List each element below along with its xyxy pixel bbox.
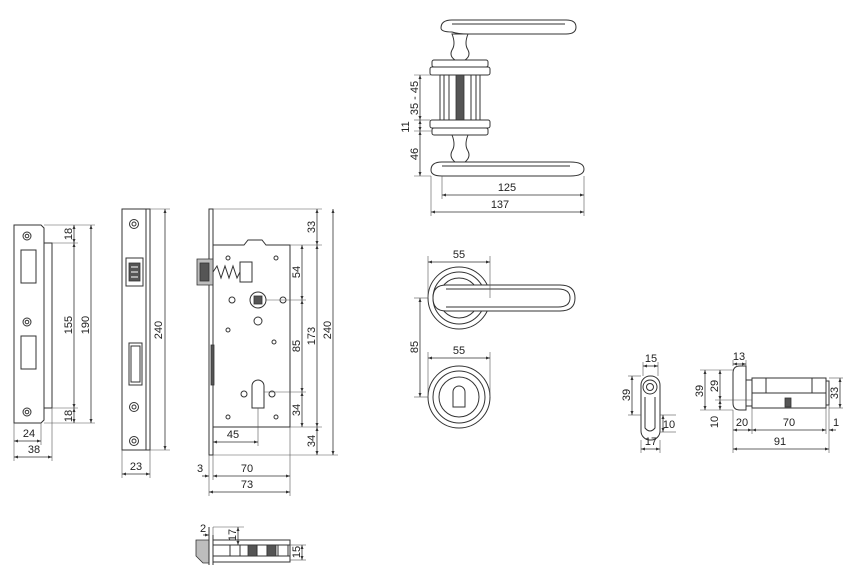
dim-label: 125 — [498, 182, 516, 194]
dim-label: 2 — [200, 523, 206, 535]
dim-label: 173 — [306, 327, 318, 345]
dim-label: 137 — [491, 199, 509, 211]
faceplate-outline — [121, 208, 151, 451]
rivet-icon — [273, 414, 279, 420]
dim-label: 15 — [645, 353, 657, 365]
screw-hole-icon — [228, 296, 236, 304]
cylinder-front-view: 15 39 10 17 — [621, 353, 676, 453]
latch-spring — [212, 264, 241, 280]
dim-label: 10 — [663, 419, 675, 431]
dim-label: 240 — [322, 321, 334, 339]
screw-hole-icon — [22, 317, 32, 327]
screw-hole-icon — [253, 316, 263, 326]
rivet-icon — [225, 255, 231, 261]
dim-label: 29 — [709, 380, 721, 392]
rivet-icon — [273, 255, 279, 261]
dim-label: 11 — [400, 121, 412, 132]
dim-label: 23 — [130, 461, 142, 473]
screw-hole-icon — [240, 390, 248, 398]
dim-label: 15 — [291, 546, 303, 558]
lock-faceplate-edge — [208, 208, 214, 456]
latch-detail: 2 17 15 — [195, 523, 306, 565]
dim-label: 18 — [63, 410, 75, 422]
dim-label: 34 — [306, 435, 318, 447]
screw-hole-icon — [22, 407, 32, 417]
faceplate: 240 23 — [121, 208, 170, 478]
dim-label: 70 — [241, 463, 253, 475]
dim-label: 38 — [28, 444, 40, 456]
dim-label: 55 — [453, 345, 465, 357]
dead-bolt — [128, 342, 143, 386]
dim-label: 46 — [409, 148, 421, 160]
cylinder-side-view: 13 39 29 10 33 20 70 1 91 — [694, 351, 843, 453]
dim-label: 73 — [241, 479, 253, 491]
dim-label: 35 - 45 — [409, 81, 421, 115]
lever-bottom — [430, 161, 585, 177]
screw-hole-icon — [268, 390, 276, 398]
dim-label: 39 — [621, 389, 633, 401]
dim-label: 33 — [829, 387, 841, 399]
cylinder-plug — [642, 379, 658, 395]
dim-label: 190 — [80, 316, 92, 334]
screw-hole-icon — [22, 231, 32, 241]
dim-label: 85 — [291, 340, 303, 352]
dim-label: 240 — [153, 321, 165, 339]
rivet-icon — [225, 414, 231, 420]
lever-handle — [432, 284, 576, 312]
lever-neck-bottom — [450, 134, 470, 163]
dim-label: 34 — [291, 404, 303, 416]
lever-top — [440, 19, 577, 35]
dim-label: 20 — [736, 417, 748, 429]
keyhole-icon — [452, 385, 466, 408]
dim-label: 17 — [227, 529, 239, 541]
dim-label: 39 — [694, 385, 706, 397]
dim-label: 55 — [453, 249, 465, 261]
screw-hole-icon — [129, 402, 139, 412]
screw-hole-icon — [129, 219, 139, 229]
dim-label: 33 — [306, 221, 318, 233]
lever-neck-top — [450, 33, 470, 61]
dim-label: 45 — [227, 429, 239, 441]
cylinder-cam — [784, 397, 792, 408]
dim-label: 24 — [23, 428, 35, 440]
cylinder-hole — [251, 379, 265, 409]
rivet-icon — [271, 339, 277, 345]
dim-label: 10 — [709, 416, 721, 428]
dead-bolt — [210, 344, 215, 386]
rose-bottom — [429, 119, 491, 129]
rose-top — [431, 59, 489, 68]
handle-front-view: 55 55 85 — [409, 249, 576, 429]
thumb-turn — [732, 365, 747, 411]
latch-tongue — [195, 539, 210, 564]
lock-case-outline — [212, 239, 291, 428]
dim-label: 155 — [63, 316, 75, 334]
dim-label: 17 — [645, 436, 657, 448]
dim-label: 1 — [833, 417, 839, 429]
dim-label: 13 — [733, 351, 745, 363]
lock-body: 33 54 173 240 85 34 34 45 3 70 73 — [196, 208, 338, 496]
handle-side-view: 35 - 45 11 46 125 137 — [400, 19, 585, 216]
dim-label: 18 — [63, 228, 75, 240]
rivet-icon — [225, 327, 231, 333]
dim-label: 70 — [783, 417, 795, 429]
dim-label: 91 — [774, 436, 786, 448]
strike-plate: 18 155 190 18 24 38 — [13, 224, 95, 461]
dim-label: 54 — [291, 266, 303, 278]
dim-label: 3 — [197, 463, 203, 475]
strike-bolt-opening — [20, 335, 37, 370]
dim-label: 85 — [409, 341, 421, 353]
strike-latch-opening — [20, 249, 37, 284]
screw-hole-icon — [129, 436, 139, 446]
